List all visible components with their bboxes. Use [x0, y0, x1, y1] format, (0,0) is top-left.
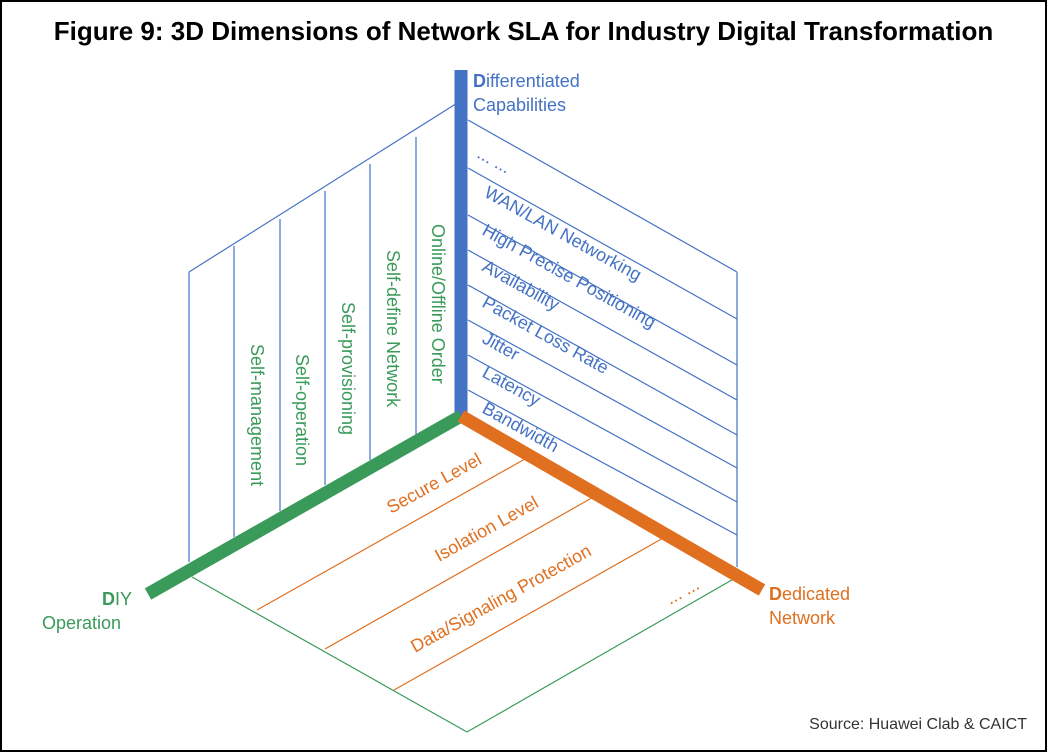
figure-title: Figure 9: 3D Dimensions of Network SLA f…	[53, 16, 994, 46]
right-face-divider	[467, 167, 738, 320]
dedicated-axis	[457, 410, 766, 596]
source-note: Source: Huawei Clab & CAICT	[809, 716, 1027, 733]
axis-label-rest: edicated	[782, 584, 851, 604]
diy-items: Online/Offline Order Self-define Network…	[247, 224, 448, 486]
diff-item-jitter: Jitter	[479, 328, 523, 364]
axis-label-initial: D	[473, 71, 486, 91]
ded-item-ellipsis: ... ...	[662, 574, 702, 608]
diy-item-self-management: Self-management	[247, 344, 267, 486]
axis-label-rest: IY	[115, 589, 133, 609]
left-face-grid	[188, 99, 463, 562]
right-face-divider	[467, 249, 738, 401]
bottom-face-grid	[191, 454, 738, 733]
axis-label-rest: ifferentiated	[486, 71, 580, 91]
bottom-face-divider	[324, 494, 598, 650]
dedicated-axis-label: Dedicated Network	[769, 582, 850, 630]
diy-item-order: Online/Offline Order	[428, 224, 448, 384]
axis-label-line2: Operation	[42, 613, 122, 633]
right-face-divider	[467, 284, 738, 436]
differentiated-axis-label: Differentiated Capabilities	[473, 69, 580, 117]
bottom-face-right-edge	[466, 576, 738, 733]
ded-item-secure-level: Secure Level	[383, 449, 485, 517]
diy-axis-label: DIY Operation	[42, 587, 132, 635]
right-face-divider	[467, 319, 738, 469]
right-face-divider	[467, 389, 738, 536]
right-face-top-edge	[467, 119, 738, 273]
axis-label-line2: Capabilities	[473, 95, 567, 115]
diy-axis	[144, 410, 465, 600]
ded-item-isolation-level: Isolation Level	[431, 492, 541, 565]
bottom-face-divider	[256, 454, 533, 611]
diy-item-self-provisioning: Self-provisioning	[338, 302, 358, 435]
axis-label-initial: D	[102, 589, 115, 609]
diy-item-self-operation: Self-operation	[292, 354, 312, 466]
bottom-face-left-edge	[191, 576, 468, 733]
diff-item-ellipsis: ... ...	[474, 143, 514, 177]
axis-label-line2: Network	[769, 608, 836, 628]
left-face-top-edge	[188, 99, 463, 273]
right-face-divider	[467, 214, 738, 366]
right-face-divider	[467, 354, 738, 503]
ded-item-data-signaling: Data/Signaling Protection	[407, 541, 594, 657]
dedicated-items: Secure Level Isolation Level Data/Signal…	[383, 449, 702, 656]
axis-label-initial: D	[769, 584, 782, 604]
bottom-face-divider	[393, 536, 666, 691]
diy-item-self-define: Self-define Network	[383, 250, 403, 408]
right-face-grid	[467, 119, 738, 567]
